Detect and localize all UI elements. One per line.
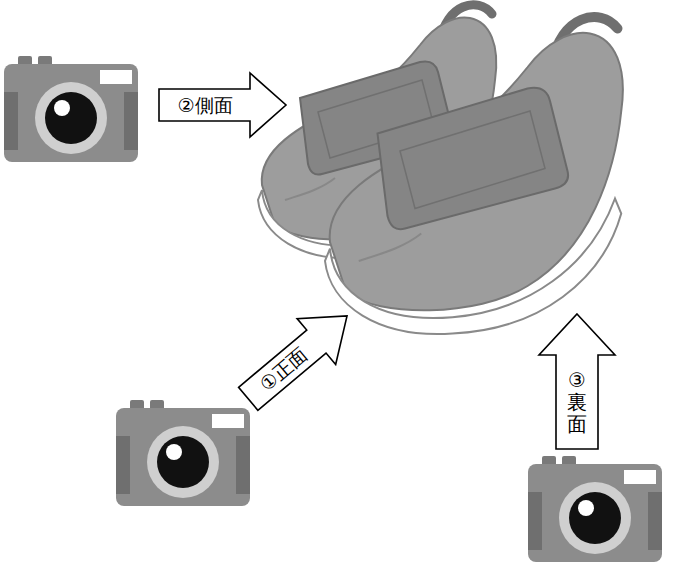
block-arrow: ②側面 bbox=[158, 72, 288, 138]
camera bbox=[116, 400, 250, 506]
arrow-label: ①正面 bbox=[256, 344, 310, 394]
camera bbox=[528, 456, 662, 562]
text-area: ①正面 bbox=[242, 331, 324, 407]
arrow-label: ③裏面 bbox=[567, 369, 587, 435]
camera bbox=[4, 56, 138, 162]
text-area: ②側面 bbox=[162, 89, 248, 121]
shoe-right bbox=[325, 17, 623, 334]
arrow-label: ②側面 bbox=[177, 96, 232, 115]
text-area: ③裏面 bbox=[556, 357, 598, 447]
block-arrow: ①正面 bbox=[228, 291, 369, 423]
block-arrow: ③裏面 bbox=[538, 313, 616, 450]
